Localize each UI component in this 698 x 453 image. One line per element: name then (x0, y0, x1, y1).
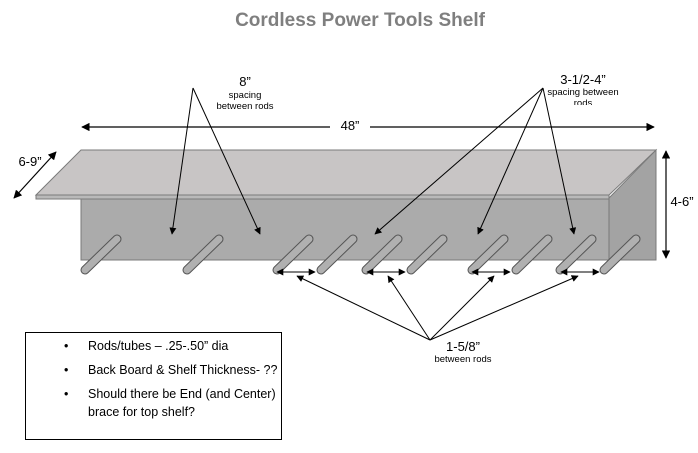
rods-group (80, 234, 641, 275)
rod-fill (556, 235, 596, 274)
spacing-8-value: 8” (239, 74, 251, 89)
spacing-range-caption: spacing between rods (547, 86, 619, 105)
note-item: Rods/tubes – .25-.50” dia (64, 337, 281, 356)
gap-pointer (296, 275, 431, 341)
height-label: 4-6” (670, 194, 694, 209)
rod-fill (81, 235, 121, 274)
gap-label: 1-5/8” between rods (418, 339, 508, 366)
rod-fill (317, 235, 357, 274)
shelf-top (34, 149, 658, 196)
rod-fill (407, 235, 447, 274)
shelf-front-edge (35, 194, 610, 200)
rod-fill (362, 235, 402, 274)
gap-value: 1-5/8” (446, 339, 480, 354)
spacing-8-caption: spacing between rods (216, 90, 274, 113)
spacing-range-label: 3-1/2-4” spacing between rods (538, 73, 628, 105)
depth-label: 6-9” (18, 154, 42, 169)
back-board (80, 197, 657, 261)
rod-fill (512, 235, 552, 274)
spacing-8-label: 8” spacing between rods (200, 73, 290, 113)
rod-fill (273, 235, 313, 274)
rod-fill (468, 235, 508, 274)
spacing-range-value: 3-1/2-4” (560, 73, 606, 87)
diagram-title: Cordless Power Tools Shelf (235, 10, 485, 31)
rod-fill (183, 235, 223, 274)
rod-fill (600, 235, 640, 274)
gap-pointer (429, 275, 579, 341)
spacing-range-pointer (374, 87, 544, 235)
gap-pointer (429, 275, 495, 341)
spacing-range-pointer (542, 87, 577, 235)
width-label: 48” (330, 118, 370, 134)
spacing-8-pointer (192, 87, 261, 235)
shelf-side (608, 148, 657, 261)
depth-dimension-arrow (13, 151, 57, 199)
notes-box: Rods/tubes – .25-.50” dia Back Board & S… (25, 332, 282, 440)
note-item: Back Board & Shelf Thickness- ?? (64, 361, 281, 380)
gap-caption: between rods (434, 353, 492, 365)
note-item: Should there be End (and Center) brace f… (64, 385, 281, 423)
spacing-8-pointer (169, 87, 194, 235)
spacing-range-pointer (477, 87, 544, 235)
gap-pointer (387, 275, 431, 341)
